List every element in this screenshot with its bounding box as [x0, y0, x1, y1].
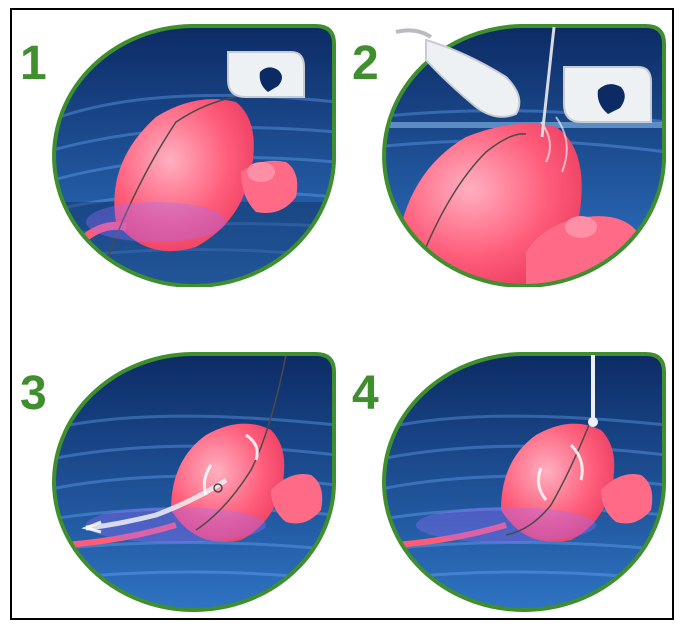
step-number-1: 1 [20, 40, 47, 88]
step-number-3: 3 [20, 370, 47, 418]
clip-device-icon [228, 52, 304, 97]
panel-step-2 [376, 22, 668, 287]
panel-step-3 [46, 350, 338, 612]
panel-step-4 [376, 350, 668, 612]
step-number-4: 4 [352, 370, 379, 418]
clip-device-icon [564, 67, 651, 122]
step-number-2: 2 [352, 40, 379, 88]
panel-step-1 [46, 22, 338, 287]
